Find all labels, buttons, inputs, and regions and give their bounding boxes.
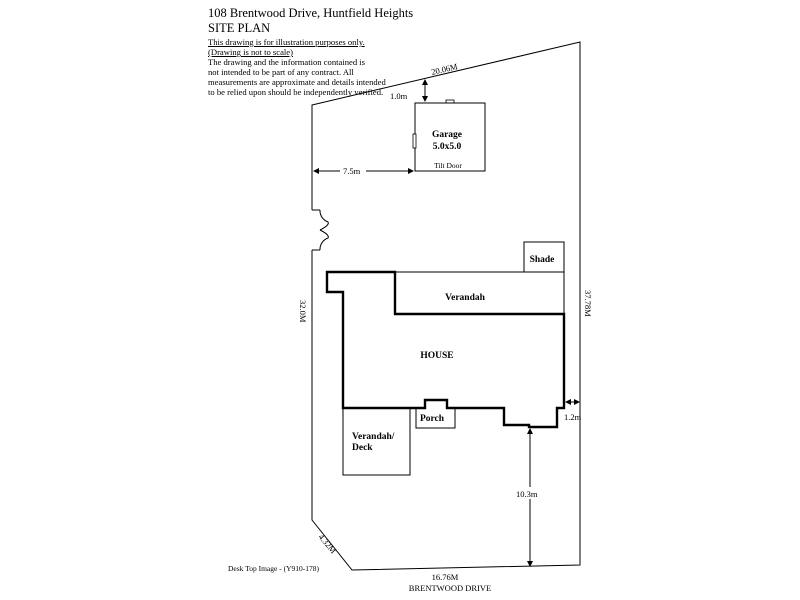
disclaimer-line-1: This drawing is for illustration purpose… — [208, 37, 365, 47]
south-boundary-dimension: 16.76M — [432, 572, 459, 582]
verandah-label: Verandah — [445, 293, 485, 303]
corner-splay-dimension: 4.32M — [316, 532, 338, 556]
verandah-deck — [342, 407, 411, 476]
disclaimer-line-2: (Drawing is not to scale) — [208, 47, 293, 57]
house-front-setback: 10.3m — [516, 489, 538, 499]
porch — [415, 408, 456, 429]
tilt-door-label: Tilt Door — [434, 161, 462, 170]
disclaimer-line-5: measurements are approximate and details… — [208, 77, 386, 87]
house-label: HOUSE — [420, 351, 453, 361]
site-address: 108 Brentwood Drive, Huntfield Heights — [208, 6, 414, 20]
verandah-deck-label-2: Deck — [352, 443, 373, 453]
property-boundary — [311, 41, 581, 571]
west-boundary-dimension: 32.0M — [298, 300, 308, 323]
north-boundary-dimension: 20.06M — [430, 61, 459, 77]
garage-size-label: 5.0x5.0 — [433, 142, 462, 152]
disclaimer-line-3: The drawing and the information containe… — [208, 57, 366, 67]
garage-label: Garage — [432, 130, 462, 140]
garage-west-setback: 7.5m — [343, 166, 361, 176]
shade-label: Shade — [530, 255, 555, 265]
garage-side-door — [412, 133, 417, 149]
garage-roof-vent — [445, 99, 455, 104]
verandah-deck-label: Verandah/ — [352, 432, 395, 442]
east-boundary-dimension: 37.78M — [583, 290, 593, 317]
house-east-setback: 1.2m — [564, 412, 582, 422]
disclaimer-line-6: to be relied upon should be independentl… — [208, 87, 384, 97]
porch-label: Porch — [420, 414, 445, 424]
disclaimer-line-4: not intended to be part of any contract.… — [208, 67, 354, 77]
garage-north-setback: 1.0m — [390, 91, 408, 101]
image-reference: Desk Top Image - (Y910-178) — [228, 564, 319, 573]
side-gate — [308, 209, 329, 251]
page-title: SITE PLAN — [208, 21, 271, 35]
street-name: BRENTWOOD DRIVE — [409, 583, 491, 593]
